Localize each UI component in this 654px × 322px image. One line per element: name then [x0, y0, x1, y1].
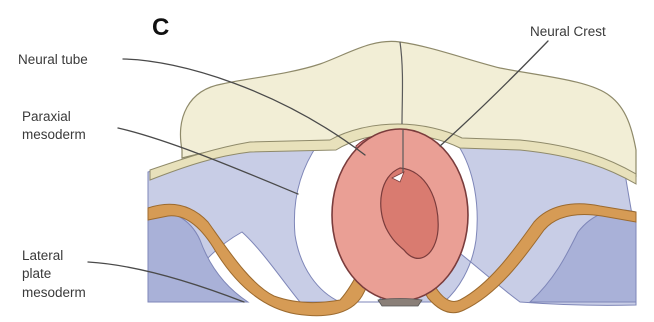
- label-neural-crest: Neural Crest: [530, 24, 606, 39]
- panel-letter: C: [152, 14, 169, 41]
- label-lateral-line2: plate: [22, 266, 51, 281]
- label-lateral-line3: mesoderm: [22, 285, 86, 300]
- notochord-base: [378, 299, 422, 307]
- label-lateral-line1: Lateral: [22, 248, 63, 263]
- label-paraxial-line1: Paraxial: [22, 109, 71, 124]
- label-neural-tube: Neural tube: [18, 52, 88, 67]
- label-paraxial-line2: mesoderm: [22, 127, 86, 142]
